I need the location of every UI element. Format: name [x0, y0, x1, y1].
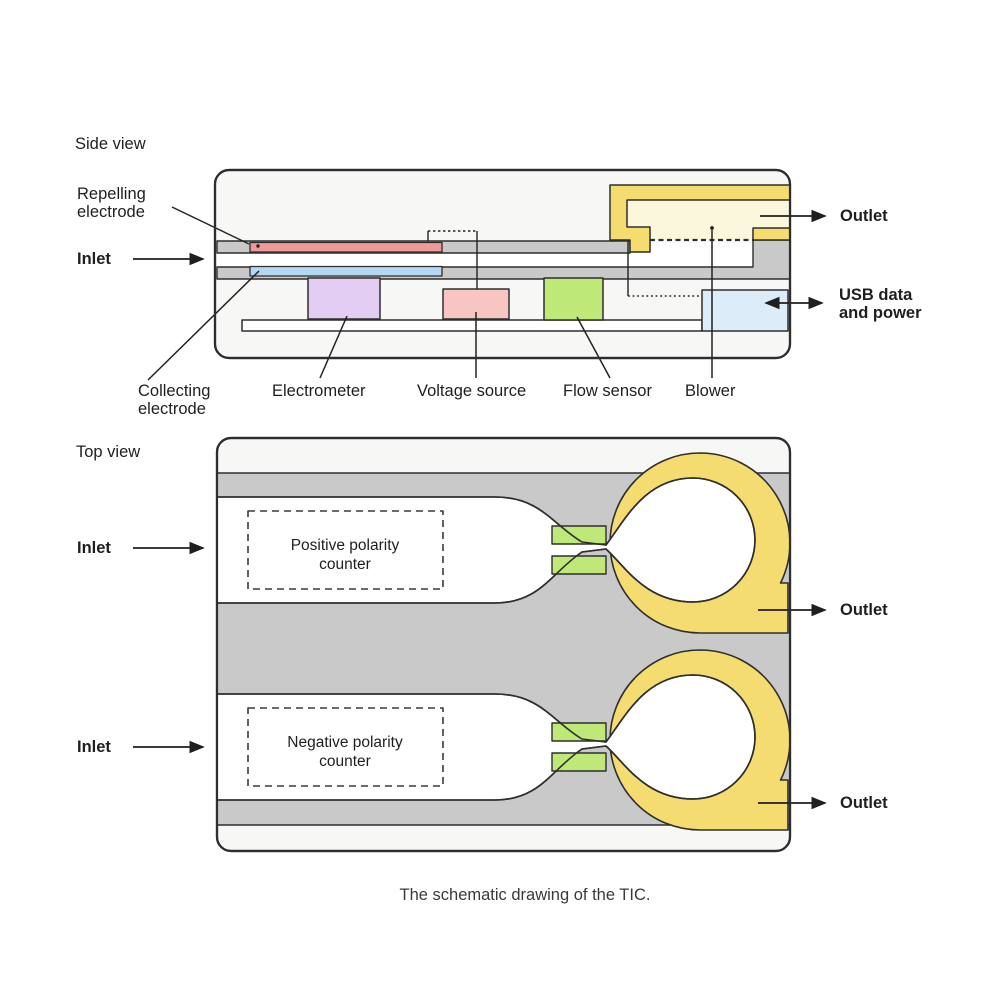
- top-arrows: [133, 541, 827, 810]
- inlet-label-top-1: Inlet: [77, 539, 111, 557]
- outlet-label-top-2: Outlet: [840, 794, 888, 812]
- figure-caption: The schematic drawing of the TIC.: [399, 886, 651, 904]
- repelling-contact-dot: [256, 244, 260, 248]
- voltage-source-label: Voltage source: [417, 382, 527, 400]
- top-view-diagram: [133, 436, 827, 853]
- electrometer-label: Electrometer: [272, 382, 366, 400]
- repelling-electrode-label: Repelling electrode: [77, 185, 146, 221]
- side-device-border: [213, 168, 792, 360]
- pcb-bar: [241, 319, 703, 332]
- counter-plate-top-1a: [551, 525, 607, 545]
- usb-box: [701, 289, 789, 332]
- top-view-title: Top view: [76, 443, 141, 461]
- counter-plate-top-2a: [551, 722, 607, 742]
- counter-plate-top-2b: [551, 752, 607, 772]
- negative-counter-label: Negative polarity counter: [287, 734, 403, 770]
- repelling-leader: [171, 206, 250, 245]
- side-view-diagram: [133, 168, 827, 381]
- blower-label: Blower: [685, 382, 736, 400]
- blower-yellow-lower-arm: [752, 227, 791, 241]
- counter-plate-top-1b: [551, 555, 607, 575]
- blower-leader-dot: [710, 226, 714, 230]
- outlet-label-top-1: Outlet: [840, 601, 888, 619]
- positive-counter-label: Positive polarity counter: [290, 537, 400, 573]
- collecting-electrode-bar: [249, 265, 443, 277]
- outlet-label-side: Outlet: [840, 207, 888, 225]
- side-arrows: [133, 209, 827, 310]
- side-view-title: Side view: [75, 135, 146, 153]
- inlet-label-top-2: Inlet: [77, 738, 111, 756]
- channel-positive-outline: [216, 477, 756, 604]
- electrometer-box: [307, 277, 381, 320]
- repelling-electrode-bar: [249, 241, 443, 253]
- flow-sensor-label: Flow sensor: [563, 382, 652, 400]
- negative-counter-dashed-box: [247, 707, 444, 787]
- electrometer-leader: [319, 315, 348, 379]
- voltage-source-wiring: [427, 230, 478, 289]
- channel-negative-outline: [216, 674, 756, 801]
- blower-cream-duct: [627, 200, 790, 240]
- top-device-border: [215, 436, 792, 853]
- side-leader-lines: [147, 206, 713, 381]
- inlet-label-side: Inlet: [77, 250, 111, 268]
- collecting-leader: [147, 270, 260, 381]
- usb-wiring: [627, 241, 700, 297]
- flow-sensor-box: [543, 277, 604, 321]
- flow-sensor-leader: [576, 316, 611, 379]
- usb-label: USB data and power: [839, 286, 922, 322]
- positive-counter-dashed-box: [247, 510, 444, 590]
- collecting-electrode-label: Collecting electrode: [138, 382, 211, 418]
